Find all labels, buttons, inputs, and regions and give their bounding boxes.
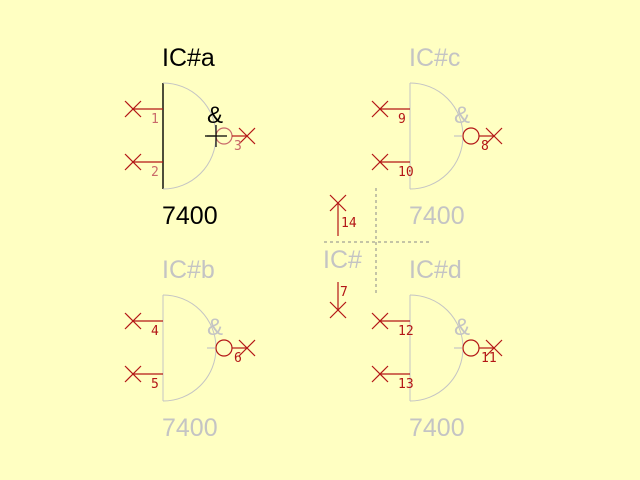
unit-b-value: 7400 — [162, 414, 218, 442]
input-pin-x-mark — [124, 100, 142, 118]
power-pin-vcc[interactable] — [329, 194, 347, 236]
unit-d-output-pin-11[interactable] — [454, 339, 503, 357]
symbol-anchor-crosshair — [324, 188, 430, 296]
input-pin-x-mark — [371, 312, 389, 330]
unit-c-output-pin-8[interactable] — [454, 127, 503, 145]
unit-b-input-pin-number: 5 — [151, 377, 159, 392]
unit-a-value: 7400 — [162, 202, 218, 230]
input-pin-x-mark — [124, 153, 142, 171]
unit-c-value: 7400 — [409, 202, 465, 230]
unit-a-output-pin-number: 3 — [234, 139, 242, 154]
gate-unit-d[interactable]: IC#d 7400 & 12 13 11 — [371, 256, 503, 442]
input-pin-x-mark — [371, 365, 389, 383]
unit-b-input-pin-5[interactable] — [124, 365, 163, 383]
unit-d-input-pin-13[interactable] — [371, 365, 410, 383]
unit-c-input-pin-number: 9 — [398, 112, 406, 127]
unit-a-reference: IC#a — [162, 44, 215, 72]
unit-b-output-pin-6[interactable] — [207, 339, 256, 357]
input-pin-x-mark — [371, 100, 389, 118]
unit-d-ampersand: & — [454, 314, 470, 341]
input-pin-x-mark — [124, 365, 142, 383]
unit-d-reference: IC#d — [409, 256, 462, 284]
unit-c-input-pin-9[interactable] — [371, 100, 410, 118]
unit-a-ampersand: & — [207, 102, 223, 129]
gate-unit-a[interactable]: IC#a 7400 & 1 2 3 — [124, 44, 256, 230]
unit-a-input-pin-2[interactable] — [124, 153, 163, 171]
gate-unit-b[interactable]: IC#b 7400 & 4 5 6 — [124, 256, 256, 442]
unit-d-input-pin-number: 13 — [398, 377, 414, 392]
power-pin-gnd[interactable] — [329, 282, 347, 319]
unit-c-output-pin-number: 8 — [481, 139, 489, 154]
unit-b-ampersand: & — [207, 314, 223, 341]
unit-b-input-pin-4[interactable] — [124, 312, 163, 330]
input-pin-x-mark — [124, 312, 142, 330]
unit-a-anchor-cross — [205, 125, 227, 147]
unit-c-reference: IC#c — [409, 44, 460, 72]
input-pin-x-mark — [371, 153, 389, 171]
unit-d-input-pin-number: 12 — [398, 324, 414, 339]
pin-number-vcc: 14 — [341, 216, 357, 231]
unit-a-input-pin-1[interactable] — [124, 100, 163, 118]
unit-a-input-pin-number: 1 — [151, 112, 159, 127]
output-pin-x-mark — [238, 127, 256, 145]
unit-a-input-pin-number: 2 — [151, 165, 159, 180]
unit-c-input-pin-number: 10 — [398, 165, 414, 180]
output-pin-x-mark — [485, 127, 503, 145]
unit-b-output-pin-number: 6 — [234, 351, 242, 366]
unit-d-output-pin-number: 11 — [481, 351, 497, 366]
unit-c-ampersand: & — [454, 102, 470, 129]
unit-c-input-pin-10[interactable] — [371, 153, 410, 171]
unit-b-reference: IC#b — [162, 256, 215, 284]
unit-d-input-pin-12[interactable] — [371, 312, 410, 330]
unit-b-input-pin-number: 4 — [151, 324, 159, 339]
output-pin-x-mark — [238, 339, 256, 357]
gate-unit-c[interactable]: IC#c 7400 & 9 10 8 — [371, 44, 503, 230]
gate-units-layer: IC#a7400&123IC#b7400&456IC#c7400&9108IC#… — [124, 44, 503, 442]
output-pin-x-mark — [485, 339, 503, 357]
pin-number-gnd: 7 — [340, 285, 348, 300]
unit-d-value: 7400 — [409, 414, 465, 442]
center-reference-label: IC# — [323, 246, 362, 274]
